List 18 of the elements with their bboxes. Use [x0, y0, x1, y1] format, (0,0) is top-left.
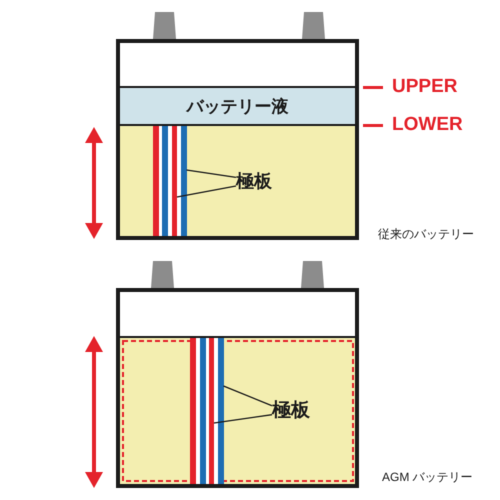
plate-label: 極板: [236, 172, 272, 190]
battery-case: [116, 288, 359, 488]
battery-case: [116, 39, 359, 240]
electrode-plate: [172, 126, 177, 236]
electrode-plate: [181, 126, 186, 236]
plate-label: 極板: [272, 401, 310, 420]
band-label: バッテリー液: [186, 98, 288, 114]
leader-line: [214, 414, 272, 424]
electrode-plate: [208, 338, 214, 484]
leader-line: [223, 385, 272, 406]
electrode-plate: [218, 338, 224, 484]
electrolyte-band: [120, 86, 355, 126]
leader-line: [176, 185, 236, 198]
level-label: LOWER: [392, 115, 463, 134]
leader-line: [186, 169, 236, 178]
battery-type-label: AGM バッテリー: [382, 471, 473, 483]
battery-type-label: 従来のバッテリー: [378, 228, 474, 240]
level-label: UPPER: [392, 77, 458, 96]
